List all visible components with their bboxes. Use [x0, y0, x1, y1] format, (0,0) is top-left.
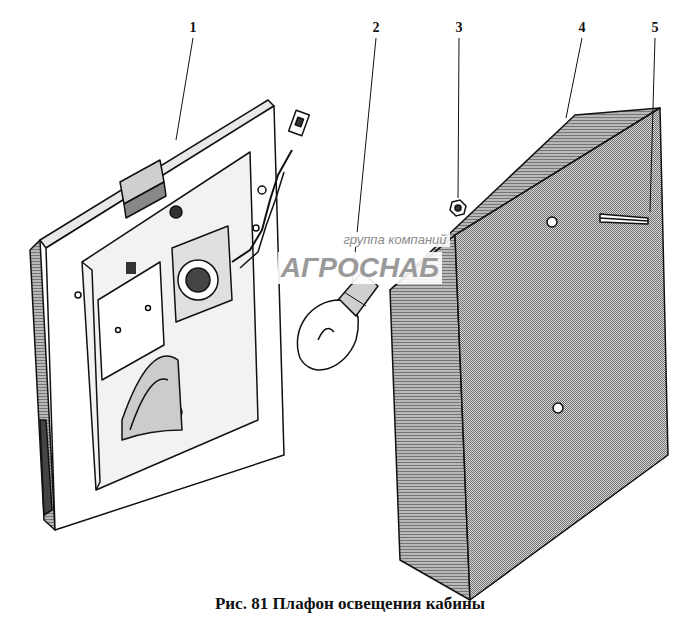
- figure-caption: Рис. 81 Плафон освещения кабины: [215, 594, 485, 614]
- leader-line: [650, 38, 655, 212]
- leader-line: [458, 38, 459, 198]
- watermark: АГРОСНАБ: [278, 252, 442, 284]
- bulb: [297, 272, 378, 370]
- callout-number: 2: [371, 20, 382, 36]
- callout-number: 4: [577, 20, 588, 36]
- leader-lines: [176, 38, 655, 285]
- diffuser: [390, 108, 668, 600]
- leader-line: [176, 38, 193, 140]
- watermark: группа компаний: [340, 232, 449, 247]
- nut: [450, 200, 466, 216]
- leader-line: [352, 38, 376, 285]
- callout-number: 3: [454, 20, 465, 36]
- leader-line: [566, 38, 582, 118]
- callout-number: 1: [188, 20, 199, 36]
- housing-base: [30, 100, 309, 530]
- callout-number: 5: [650, 20, 661, 36]
